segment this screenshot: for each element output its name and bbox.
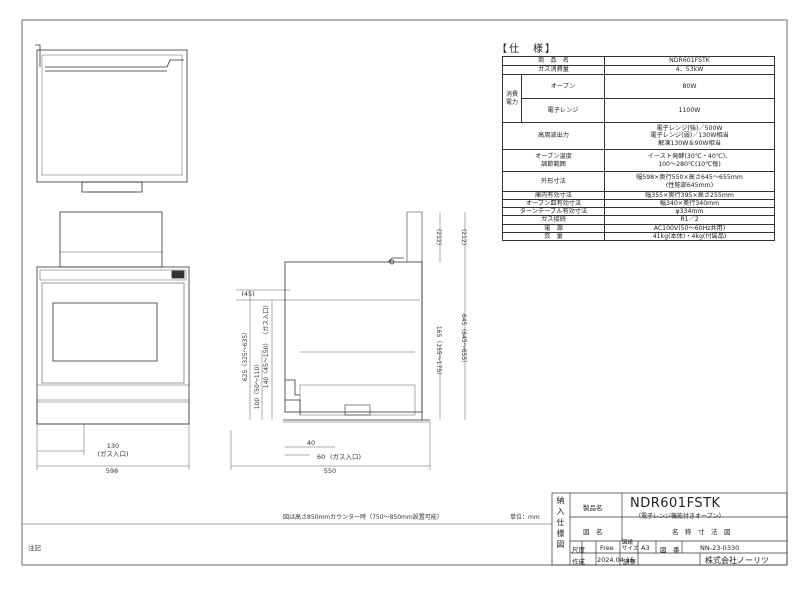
paper-label: 図紙 サイズ: [622, 540, 639, 552]
spec-label: 質 量: [502, 231, 605, 241]
title-block: [551, 492, 788, 566]
side-dim-625: 625（325〜635）: [242, 329, 249, 381]
spec-value: φ334mm: [604, 207, 775, 217]
note-label: 注記: [28, 543, 42, 552]
dwg-no-label: 図 番: [660, 546, 680, 554]
side-dim-depth: 550: [324, 467, 336, 475]
spec-label: 外形寸法: [502, 171, 605, 192]
spec-label: オーブン温度 調節範囲: [502, 149, 605, 172]
unit-label: 単位：mm: [510, 513, 540, 521]
spec-value: 1100W: [604, 98, 775, 123]
front-view: [36, 211, 190, 470]
front-dim-width: 598: [106, 467, 118, 475]
drawing-name: 名 称 寸 法 図: [672, 528, 731, 536]
front-gas-label: (ガス入口): [97, 449, 128, 458]
spec-group-label: 消費電力: [502, 74, 522, 123]
spec-label: 高周波出力: [502, 122, 605, 150]
paper-value: A3: [641, 544, 650, 552]
spec-value: NDR601FSTK: [604, 56, 775, 66]
side-dim-212b: (212): [460, 229, 467, 245]
scale-label: 尺度: [572, 546, 585, 554]
scale-value: Free: [600, 544, 614, 552]
stamp-label: 納入仕様図: [556, 496, 565, 551]
side-dim-645: 645（645〜655）: [460, 314, 467, 366]
spec-value: R1／2: [604, 215, 775, 225]
spec-label: ガス消費量: [502, 65, 605, 75]
side-dim-212a: (212): [435, 229, 442, 245]
spec-value: 幅355×奥行395×高さ255mm: [604, 190, 775, 201]
spec-value: 80W: [604, 74, 775, 99]
spec-value: 41kg(本体)・4kg(付属品): [604, 231, 775, 241]
side-dim-60: 60: [317, 453, 325, 461]
created-label: 作成: [572, 558, 585, 566]
spec-label: 商 品 名: [502, 56, 605, 66]
spec-row: オーブン温度 調節範囲イースト発酵(30℃・40℃)、 100〜280℃(10℃…: [502, 149, 775, 172]
sheet-border: [21, 19, 788, 566]
side-dim-140: 140（45〜150） （ガス入口）: [262, 302, 270, 388]
spec-label: 電 源: [502, 223, 605, 233]
dwg-no-value: NN-23-0330: [700, 544, 740, 552]
spec-label: オーブン皿有効寸法: [502, 199, 605, 209]
spec-value: イースト発酵(30℃・40℃)、 100〜280℃(10℃毎): [604, 149, 775, 172]
spec-value: AC100V(50〜60Hz共用): [604, 223, 775, 233]
spec-label: 電子レンジ: [521, 98, 605, 123]
counter-note: 図は高さ850mmカウンター時（750〜850mm設置可能）: [283, 513, 443, 521]
date-value: 2024.04.15: [597, 556, 635, 564]
spec-value: 電子レンジ(強)／500W 電子レンジ(弱)／130W相当 解凍130W＆90W…: [604, 122, 775, 150]
spec-row: オーブン皿有効寸法幅340×奥行340mm: [502, 199, 775, 209]
side-dim-165: 165（155〜175）: [435, 326, 442, 378]
side-gas-label: (ガス入口): [330, 452, 361, 461]
side-dim-40: 40: [307, 439, 315, 447]
spec-label: ガス接続: [502, 215, 605, 225]
top-view: [35, 44, 188, 193]
side-dim-100: 100（50〜110）: [254, 361, 261, 410]
front-dim-gas: 130: [107, 442, 119, 450]
spec-label: オーブン: [521, 74, 605, 99]
spec-value: 幅340×奥行340mm: [604, 199, 775, 209]
spec-value: 4．53kW: [604, 65, 775, 75]
company-name: 株式会社ノーリツ: [705, 556, 769, 565]
spec-label: ターンテーブル有効寸法: [502, 207, 605, 217]
spec-row: 庫内有効寸法幅355×奥行395×高さ255mm: [502, 190, 775, 201]
spec-row: 高周波出力電子レンジ(強)／500W 電子レンジ(弱)／130W相当 解凍130…: [502, 122, 775, 150]
side-view: [230, 211, 466, 470]
spec-row: 外形寸法幅598×奥行550×高さ645〜655mm (性能部645mm): [502, 171, 775, 192]
product-name-label: 製品名: [583, 504, 603, 512]
side-dim-45: (45): [241, 290, 254, 298]
model-name: NDR601FSTK: [630, 496, 721, 511]
checked-label: 調整: [623, 558, 636, 566]
spec-label: 庫内有効寸法: [502, 190, 605, 201]
model-desc: （電子レンジ機能付きオーブン）: [635, 513, 725, 520]
spec-value: 幅598×奥行550×高さ645〜655mm (性能部645mm): [604, 171, 775, 192]
drawing-name-label: 図 名: [583, 528, 603, 536]
spec-title: 【仕 様】: [497, 44, 557, 55]
